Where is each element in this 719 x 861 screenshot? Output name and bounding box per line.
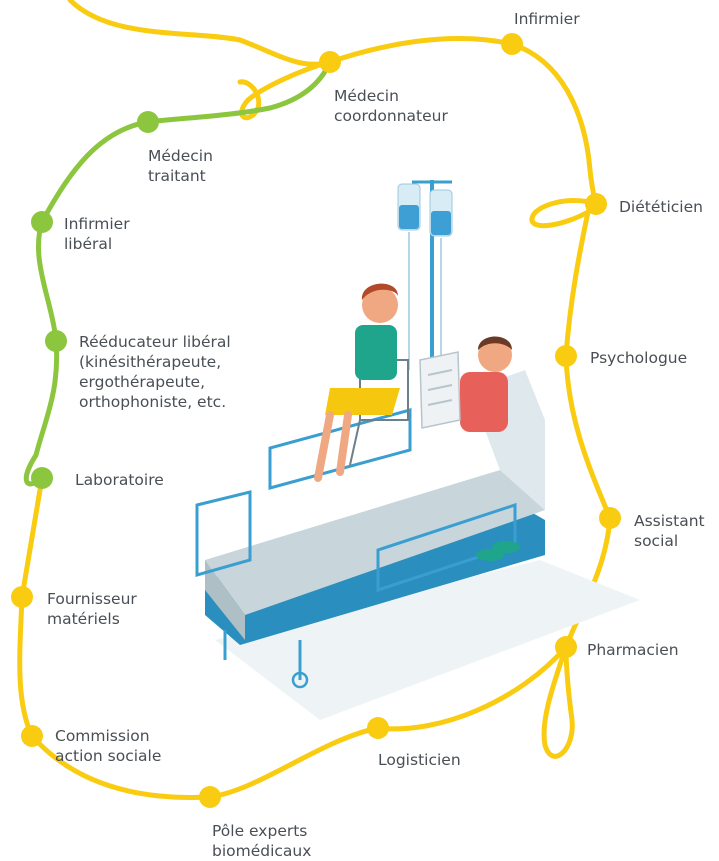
label-logisticien: Logisticien [378, 750, 461, 770]
label-psychologue: Psychologue [590, 348, 687, 368]
label-line: Pôle experts [212, 822, 308, 840]
label-line: Fournisseur [47, 590, 137, 608]
label-line: Infirmier [514, 10, 580, 28]
label-line: libéral [64, 235, 113, 253]
label-line: Psychologue [590, 349, 688, 367]
yellow-network-line [17, 0, 613, 800]
label-line: coordonnateur [334, 107, 448, 125]
label-line: Assistant [634, 512, 705, 530]
label-reeducateur-liberal: Rééducateur libéral (kinésithérapeute, e… [79, 332, 231, 412]
node-medecin-coordonnateur [319, 51, 341, 73]
node-medecin-traitant [137, 111, 159, 133]
label-assistant-social: Assistant social [634, 511, 705, 551]
node-infirmier [501, 33, 523, 55]
label-line: ergothérapeute, [79, 373, 206, 391]
node-assistant-social [599, 507, 621, 529]
label-line: Commission [55, 727, 150, 745]
label-line: social [634, 532, 679, 550]
label-line: Médecin [334, 87, 399, 105]
label-line: Pharmacien [587, 641, 679, 659]
node-commission-action-sociale [21, 725, 43, 747]
label-line: biomédicaux [212, 842, 312, 860]
label-line: matériels [47, 610, 120, 628]
node-psychologue [555, 345, 577, 367]
network-nodes [11, 33, 621, 808]
label-line: Logisticien [378, 751, 461, 769]
label-pharmacien: Pharmacien [587, 640, 679, 660]
node-dieteticien [585, 193, 607, 215]
label-line: Diététicien [619, 198, 703, 216]
hospital-bed-illustration [195, 180, 640, 720]
node-infirmier-liberal [31, 211, 53, 233]
node-reeducateur-liberal [45, 330, 67, 352]
label-pole-experts: Pôle experts biomédicaux [212, 821, 311, 861]
label-infirmier: Infirmier [514, 9, 580, 29]
node-pole-experts [199, 786, 221, 808]
node-fournisseur-materiels [11, 586, 33, 608]
label-dieteticien: Diététicien [619, 197, 703, 217]
label-commission-action-sociale: Commission action sociale [55, 726, 161, 766]
label-infirmier-liberal: Infirmier libéral [64, 214, 130, 254]
label-line: (kinésithérapeute, [79, 353, 222, 371]
label-line: Médecin [148, 147, 213, 165]
label-laboratoire: Laboratoire [75, 470, 164, 490]
node-logisticien [367, 717, 389, 739]
label-line: action sociale [55, 747, 162, 765]
label-line: traitant [148, 167, 206, 185]
node-laboratoire [31, 467, 53, 489]
node-pharmacien [555, 636, 577, 658]
label-line: Rééducateur libéral [79, 333, 231, 351]
label-line: Laboratoire [75, 471, 164, 489]
label-medecin-coordonnateur: Médecin coordonnateur [334, 86, 448, 126]
label-line: Infirmier [64, 215, 130, 233]
label-fournisseur-materiels: Fournisseur matériels [47, 589, 137, 629]
label-medecin-traitant: Médecin traitant [148, 146, 213, 186]
green-network-line [23, 59, 333, 487]
label-line: orthophoniste, etc. [79, 393, 227, 411]
